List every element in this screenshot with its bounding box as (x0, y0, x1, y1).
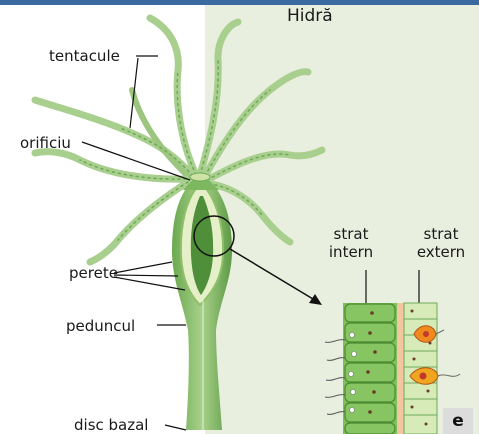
diagram-title: Hidră (287, 7, 333, 25)
label-strat-intern-line1: strat (322, 225, 380, 243)
panel-letter-badge: e (443, 408, 473, 434)
label-strat-intern: strat intern (322, 225, 380, 261)
label-strat-extern-line1: strat (406, 225, 476, 243)
label-strat-extern: strat extern (406, 225, 476, 261)
label-disc-bazal: disc bazal (74, 416, 148, 434)
label-peduncul: peduncul (66, 317, 135, 335)
background-right (205, 0, 479, 434)
label-perete: perete (69, 264, 118, 282)
label-orificiu: orificiu (20, 134, 71, 152)
background-left (0, 0, 205, 434)
label-strat-intern-line2: intern (322, 243, 380, 261)
top-strip (0, 0, 479, 5)
label-strat-extern-line2: extern (406, 243, 476, 261)
label-tentacule: tentacule (49, 47, 120, 65)
